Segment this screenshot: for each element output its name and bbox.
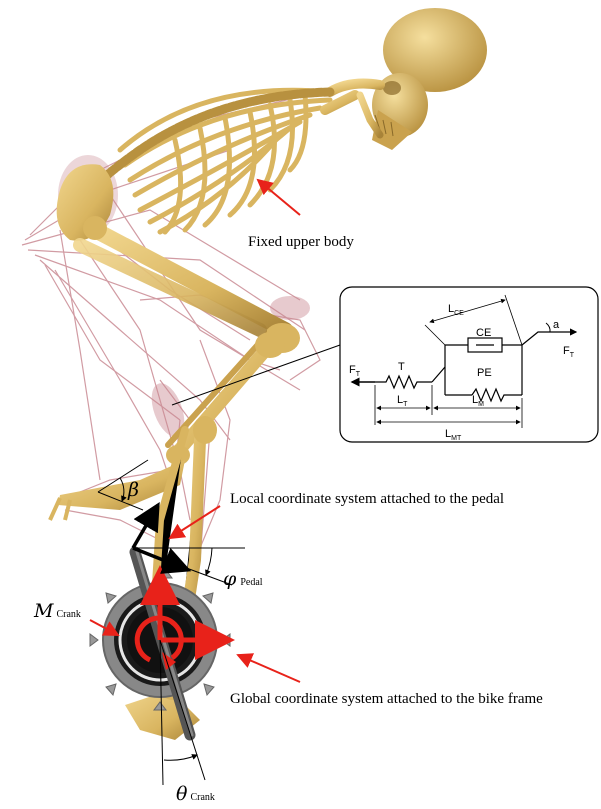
upper-body-pointer: [258, 180, 300, 215]
t-label: T: [398, 361, 405, 373]
beta-label: β: [127, 479, 139, 501]
local-cs-label: Local coordinate system attached to the …: [230, 491, 504, 507]
pe-label: PE: [477, 367, 492, 379]
hill-muscle-model-inset: FT T CE PE a FT LCE LT LM LMT: [340, 287, 598, 442]
tibia: [175, 345, 270, 455]
arm: [325, 95, 380, 135]
global-cs-pointer: [238, 655, 300, 682]
ce-label: CE: [476, 327, 491, 339]
alpha-label: a: [553, 319, 560, 331]
global-cs-label: Global coordinate system attached to the…: [230, 691, 543, 707]
skull: [372, 8, 487, 150]
fixed-upper-body-label: Fixed upper body: [248, 234, 354, 250]
